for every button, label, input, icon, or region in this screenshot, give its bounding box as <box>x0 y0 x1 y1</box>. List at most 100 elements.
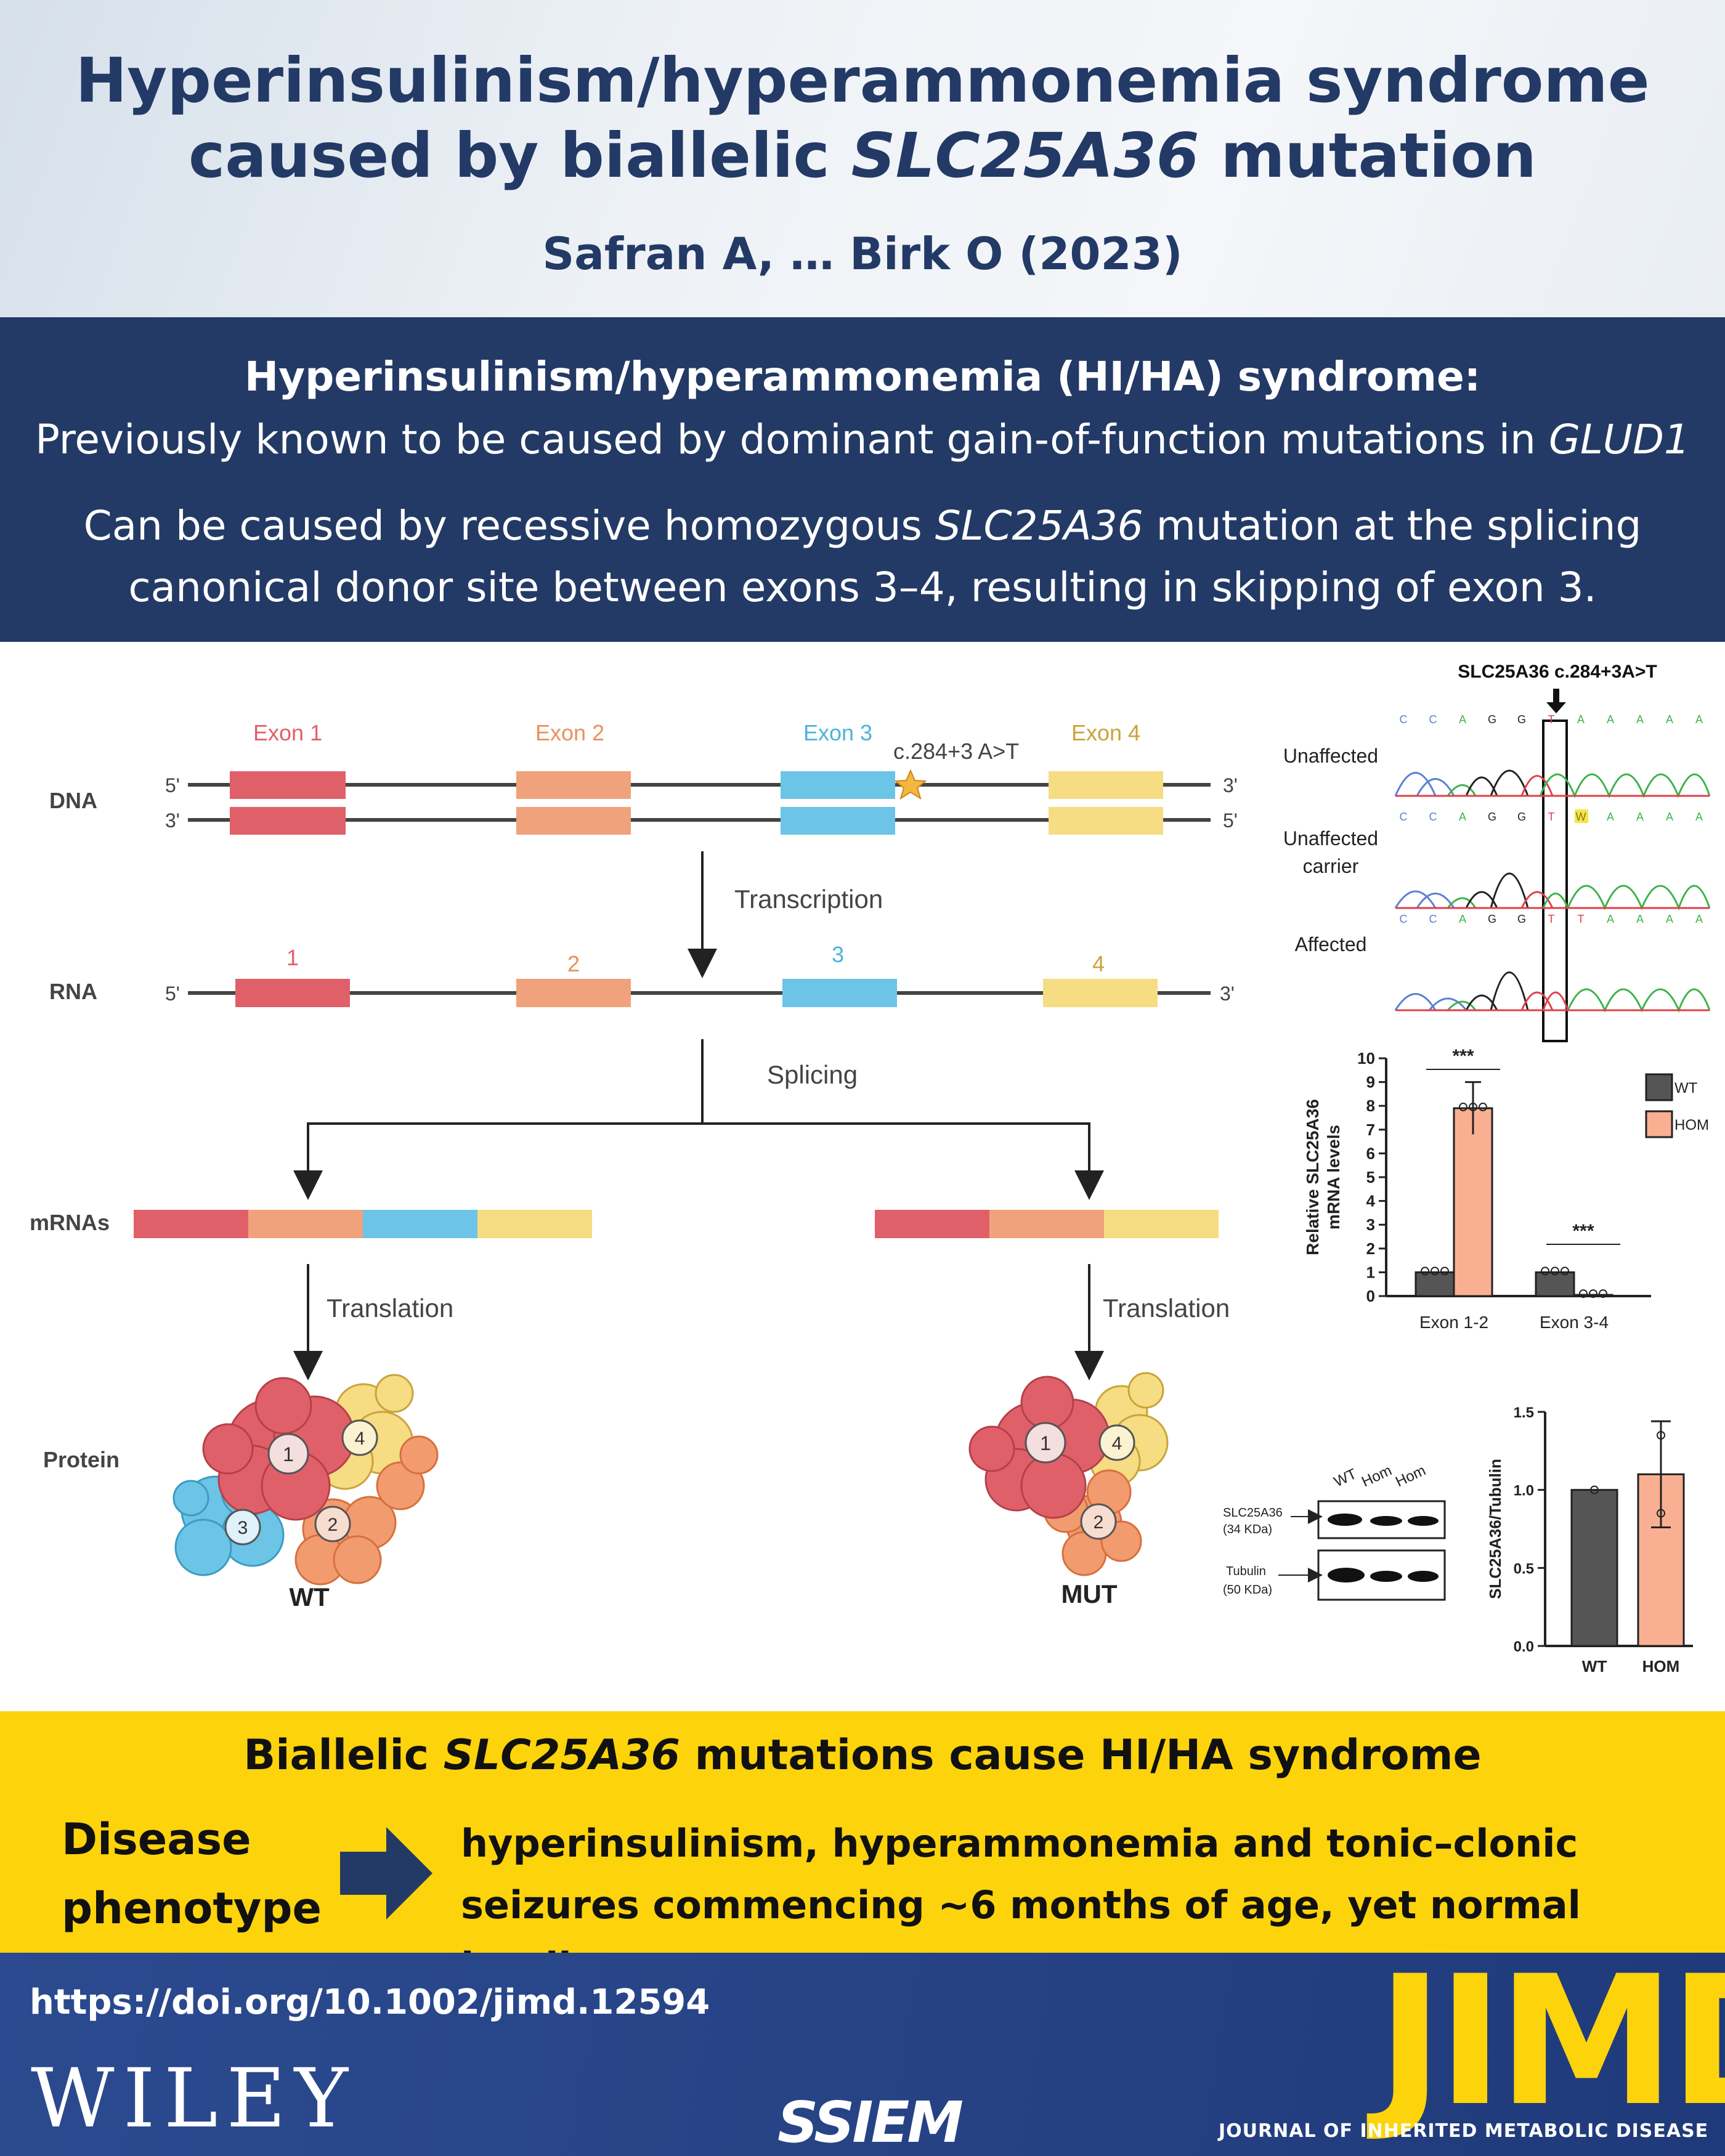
rna-number-1: 1 <box>286 945 299 970</box>
rna-number-3: 3 <box>832 942 844 967</box>
chromatogram-row3-label: Affected <box>1295 933 1367 955</box>
chromatogram-traces <box>1394 769 1711 1013</box>
legend-label-hom: HOM <box>1674 1117 1709 1133</box>
mrna-wt-exon3 <box>363 1210 477 1238</box>
base-letter: A <box>1666 713 1673 726</box>
base-letter: T <box>1548 811 1555 823</box>
y-tick-label: 3 <box>1366 1215 1375 1234</box>
base-letter: A <box>1695 713 1703 726</box>
exon2-label: Exon 2 <box>535 720 604 745</box>
significance-label: *** <box>1452 1046 1474 1066</box>
significance-label: *** <box>1572 1221 1594 1241</box>
protein-wt: 1 2 3 4 <box>172 1374 439 1586</box>
y-tick-label: 7 <box>1366 1121 1375 1139</box>
base-letter: A <box>1607 713 1614 726</box>
y-tick-label: 1 <box>1366 1263 1375 1281</box>
base-letter: A <box>1459 713 1466 726</box>
footer: https://doi.org/10.1002/jimd.12594 WILEY… <box>0 1953 1725 2156</box>
y-tick-label: 4 <box>1366 1192 1376 1210</box>
protein-wt-label: WT <box>289 1583 330 1611</box>
data-point <box>1431 1266 1439 1276</box>
base-letter: A <box>1666 811 1673 823</box>
exon4-label: Exon 4 <box>1071 720 1140 745</box>
wt-subunit-1 <box>267 1433 309 1475</box>
data-point <box>1657 1431 1665 1440</box>
blot-band-1-kda: (34 KDa) <box>1223 1523 1272 1536</box>
legend-swatch-hom <box>1645 1110 1673 1138</box>
legend-swatch-wt <box>1645 1073 1673 1101</box>
summary-heading: Hyperinsulinism/hyperammonemia (HI/HA) s… <box>244 353 1481 400</box>
base-letter: T <box>1548 713 1555 726</box>
y-tick-label: 1.5 <box>1514 1404 1534 1421</box>
bar-hom-1 <box>1573 1294 1613 1297</box>
mut-subunit-1 <box>1025 1422 1066 1464</box>
base-letter: A <box>1695 913 1703 925</box>
wiley-logo: WILEY <box>31 2051 357 2146</box>
base-letter: A <box>1607 913 1614 925</box>
y-tick-label: 6 <box>1366 1144 1375 1162</box>
base-letter: G <box>1488 713 1496 726</box>
bar-hom-0 <box>1453 1107 1493 1297</box>
dna-exon4-bottom <box>1049 807 1163 835</box>
data-point <box>1421 1266 1429 1276</box>
base-letter: G <box>1488 913 1496 925</box>
base-letter: A <box>1636 811 1644 823</box>
base-letter: C <box>1429 811 1437 823</box>
base-letter: G <box>1488 811 1496 823</box>
mut-subunit-2 <box>1080 1503 1117 1540</box>
rna-end-5: 5' <box>165 983 180 1005</box>
row-label-protein: Protein <box>43 1447 120 1472</box>
chromatogram-row1-label: Unaffected <box>1283 745 1378 767</box>
summary-line1: Previously known to be caused by dominan… <box>35 416 1690 463</box>
mrna-mut-exon4 <box>1104 1210 1219 1238</box>
wt-subunit-4 <box>341 1419 378 1456</box>
base-letter: A <box>1607 811 1614 823</box>
dna-end-3-bottom: 3' <box>165 809 180 832</box>
dna-exon3-bottom <box>781 807 895 835</box>
base-letter: A <box>1666 913 1673 925</box>
dna-exon1-top <box>230 771 346 799</box>
data-point <box>1541 1266 1549 1276</box>
page-title: Hyperinsulinism/hyperammonemia syndrome … <box>75 44 1650 192</box>
splicing-branch <box>307 1122 1090 1179</box>
base-letter: A <box>1459 913 1466 925</box>
chromatogram-row2-label: Unaffected <box>1283 827 1378 849</box>
data-point <box>1579 1289 1588 1299</box>
wt-subunit-3-label: 3 <box>238 1518 248 1538</box>
transcription-label: Transcription <box>734 885 883 914</box>
dna-exon2-top <box>516 771 631 799</box>
mrna-wt-exon4 <box>477 1210 592 1238</box>
data-point <box>1459 1103 1467 1112</box>
x-tick-label: HOM <box>1642 1657 1680 1676</box>
x-tick-label: Exon 1-2 <box>1419 1313 1488 1332</box>
y-tick-label: 9 <box>1366 1073 1375 1092</box>
rna-exon1 <box>235 979 350 1007</box>
wt-subunit-3 <box>224 1509 261 1546</box>
mutation-position-box <box>1542 719 1568 1042</box>
dna-exon4-top <box>1049 771 1163 799</box>
western-blot: WT Hom Hom SLC25A36 (34 KDa) Tubulin (50… <box>1223 1462 1446 1601</box>
dna-exon3-top <box>781 771 895 799</box>
blot-lane-1-label: WT <box>1331 1465 1360 1490</box>
base-letter: A <box>1695 811 1703 823</box>
chromatogram-row2-label2: carrier <box>1303 855 1359 877</box>
base-letter: A <box>1636 713 1644 726</box>
down-arrow-icon <box>1546 689 1566 713</box>
conclusion-heading: Biallelic SLC25A36 mutations cause HI/HA… <box>243 1731 1482 1780</box>
base-letter: T <box>1578 913 1585 925</box>
mrna-wt-exon1 <box>134 1210 248 1238</box>
mut-subunit-4-label: 4 <box>1112 1433 1122 1454</box>
base-letter: T <box>1548 913 1555 925</box>
data-point <box>1589 1289 1597 1299</box>
ssiem-logo: SSIEM <box>777 2089 964 2155</box>
wt-subunit-4-label: 4 <box>355 1429 365 1449</box>
base-letter: C <box>1400 913 1408 925</box>
dna-end-5-bottom: 5' <box>1223 809 1238 832</box>
phenotype-label: Disease phenotype <box>62 1814 322 1934</box>
doi-link[interactable]: https://doi.org/10.1002/jimd.12594 <box>30 1982 710 2022</box>
mut-subunit-1-label: 1 <box>1040 1432 1051 1454</box>
y-tick-label: 2 <box>1366 1239 1375 1258</box>
mut-subunit-4 <box>1098 1424 1135 1461</box>
exon1-label: Exon 1 <box>253 720 322 745</box>
